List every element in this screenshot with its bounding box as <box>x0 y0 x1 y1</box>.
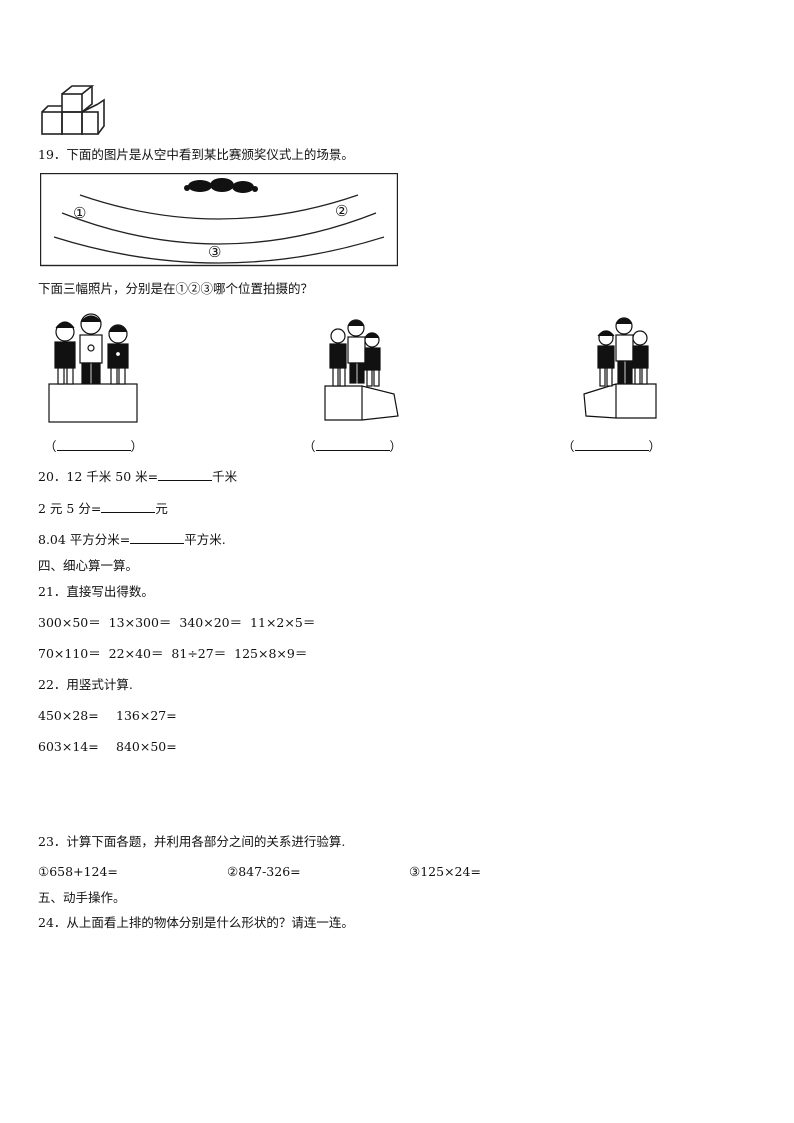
question-22-item-3: 603×14= <box>38 739 99 754</box>
answer-blank[interactable] <box>158 468 213 481</box>
section-5-title: 五、动手操作。 <box>38 890 126 905</box>
photo-1-answer-blank[interactable]: （） <box>44 439 144 454</box>
photo-3-answer-blank[interactable]: （） <box>562 439 662 454</box>
position-3-label: ③ <box>208 243 222 261</box>
position-2-label: ② <box>335 202 349 220</box>
question-23-item-1: ①658+124= <box>38 864 118 879</box>
question-23-title: 23．计算下面各题，并利用各部分之间的关系进行验算. <box>38 834 346 849</box>
question-20-line-1: 20．12 千米 50 米=千米 <box>38 468 238 484</box>
section-4-title: 四、细心算一算。 <box>38 558 139 573</box>
question-21-row-1: 300×50＝ 13×300＝ 340×20＝ 11×2×5＝ <box>38 615 316 630</box>
answer-blank[interactable] <box>130 531 185 544</box>
question-21-title: 21．直接写出得数。 <box>38 584 154 599</box>
photo-2-answer-blank[interactable]: （） <box>303 439 403 454</box>
question-23-item-2: ②847-326= <box>227 864 301 879</box>
question-20-line-2: 2 元 5 分=元 <box>38 500 168 516</box>
question-21-row-2: 70×110＝ 22×40＝ 81÷27＝ 125×8×9＝ <box>38 646 308 661</box>
photo-2-podium <box>320 316 400 424</box>
question-20-line-3: 8.04 平方分米=平方米. <box>38 531 226 547</box>
question-19-subtitle: 下面三幅照片，分别是在①②③哪个位置拍摄的？ <box>38 281 314 296</box>
cubes-figure <box>38 82 108 138</box>
question-19-title: 19．下面的图片是从空中看到某比赛颁奖仪式上的场景。 <box>38 147 354 162</box>
question-22-item-4: 840×50= <box>116 739 177 754</box>
position-1-label: ① <box>73 204 87 222</box>
answer-blank[interactable] <box>101 500 156 513</box>
aerial-view-diagram <box>40 173 398 267</box>
photo-1-podium <box>45 310 141 424</box>
question-24-title: 24．从上面看上排的物体分别是什么形状的？请连一连。 <box>38 915 354 930</box>
question-22-item-1: 450×28= <box>38 708 99 723</box>
question-23-item-3: ③125×24= <box>409 864 481 879</box>
photo-3-podium <box>580 314 660 422</box>
question-22-title: 22．用竖式计算. <box>38 677 133 692</box>
question-22-item-2: 136×27= <box>116 708 177 723</box>
